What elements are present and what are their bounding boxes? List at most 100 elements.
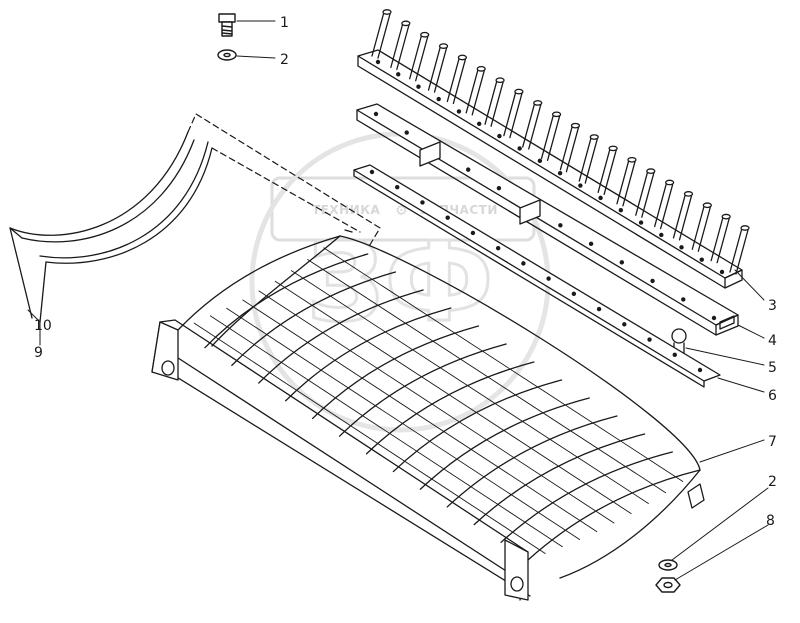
channel-hole bbox=[404, 130, 409, 135]
peg-tip bbox=[740, 225, 750, 231]
callout-3: 3 bbox=[768, 298, 777, 314]
channel-hole bbox=[558, 223, 563, 228]
gear-icon: ⚙ bbox=[395, 203, 408, 219]
strip-hole bbox=[546, 276, 551, 281]
grate-bar bbox=[209, 315, 563, 548]
strip-hole bbox=[470, 230, 476, 236]
peg-edge bbox=[622, 161, 636, 207]
bar-hole bbox=[497, 133, 502, 139]
channel-hole bbox=[496, 185, 502, 191]
strip-hole bbox=[369, 169, 375, 175]
bar-hole bbox=[598, 195, 603, 201]
peg-edge bbox=[584, 138, 598, 184]
part-toothed-bar bbox=[357, 9, 750, 289]
channel-hole bbox=[619, 260, 625, 265]
peg bbox=[653, 181, 668, 228]
grate-bar bbox=[242, 299, 598, 533]
bar-hole bbox=[456, 109, 462, 114]
bar-hole bbox=[476, 121, 482, 126]
grate-rib bbox=[177, 235, 341, 331]
grate-bar bbox=[226, 307, 581, 540]
grate-rib bbox=[473, 433, 646, 526]
channel-hole bbox=[465, 167, 471, 172]
bar-hole bbox=[659, 232, 664, 238]
callout-labels: 1 2 3 4 5 6 7 2 8 10 9 bbox=[34, 15, 777, 529]
peg-tip bbox=[683, 191, 694, 197]
grate-bar bbox=[193, 322, 546, 554]
grate-bar bbox=[258, 290, 615, 524]
strip-holes bbox=[369, 169, 703, 373]
peg-tip bbox=[664, 179, 675, 186]
peg bbox=[597, 147, 611, 194]
grate-bar bbox=[274, 280, 632, 515]
callout-8: 8 bbox=[766, 513, 775, 529]
part-flat-strip bbox=[353, 164, 721, 388]
peg bbox=[427, 45, 442, 91]
callout-2-top: 2 bbox=[280, 52, 289, 68]
bar-hole bbox=[719, 269, 725, 275]
peg-edge bbox=[415, 36, 429, 82]
channel-hole bbox=[681, 297, 686, 302]
peg-tip bbox=[420, 31, 430, 38]
peg-edge bbox=[603, 149, 617, 196]
callout-4: 4 bbox=[768, 333, 777, 349]
bar-hole bbox=[557, 170, 563, 176]
part-bolt bbox=[218, 13, 236, 37]
peg-edge bbox=[659, 183, 674, 230]
bar-hole bbox=[618, 208, 624, 213]
bar-hole bbox=[699, 257, 704, 262]
grate-rib bbox=[419, 397, 590, 490]
strip-hole bbox=[571, 291, 577, 297]
part-nut bbox=[655, 577, 681, 593]
peg-tip bbox=[608, 145, 618, 152]
peg-edge bbox=[565, 127, 580, 173]
peg-tip bbox=[721, 213, 731, 220]
peg-edge bbox=[377, 13, 391, 59]
callout-10: 10 bbox=[34, 318, 52, 334]
peg-edge bbox=[433, 47, 448, 93]
bar-hole bbox=[416, 84, 421, 89]
strip-hole bbox=[672, 352, 677, 357]
bar-hole bbox=[537, 158, 543, 164]
peg-tip bbox=[382, 9, 392, 15]
peg bbox=[616, 159, 630, 205]
peg-tip bbox=[514, 88, 524, 95]
part-concave-grate bbox=[151, 229, 705, 601]
strip-hole bbox=[521, 261, 526, 266]
peg bbox=[540, 113, 555, 159]
peg-tip bbox=[495, 77, 505, 84]
callout-1: 1 bbox=[280, 15, 289, 31]
peg bbox=[522, 102, 536, 148]
bar-hole bbox=[517, 146, 522, 151]
peg-edge bbox=[678, 195, 693, 241]
peg bbox=[672, 193, 687, 239]
channel-hole bbox=[373, 111, 379, 117]
bar-hole bbox=[396, 72, 401, 77]
bar-holes bbox=[375, 59, 725, 275]
grate-rib bbox=[338, 343, 507, 437]
peg bbox=[578, 136, 592, 182]
grate-bar bbox=[323, 247, 684, 482]
bar-hole bbox=[436, 96, 441, 102]
peg-edge bbox=[396, 24, 410, 71]
peg-tip bbox=[551, 111, 562, 118]
peg-tip bbox=[476, 65, 486, 72]
peg-edge bbox=[509, 92, 523, 139]
peg bbox=[446, 56, 461, 103]
peg-edge bbox=[697, 206, 711, 252]
peg-edge bbox=[528, 104, 542, 150]
strip-hole bbox=[395, 185, 400, 190]
peg-tip bbox=[646, 168, 656, 175]
grate-rib bbox=[365, 361, 535, 455]
strip-hole bbox=[622, 322, 627, 327]
channel-hole bbox=[650, 278, 655, 284]
bar-hole bbox=[578, 183, 583, 188]
peg bbox=[729, 227, 743, 273]
grate-rib bbox=[446, 415, 618, 508]
strip-hole bbox=[596, 306, 602, 312]
callout-7: 7 bbox=[768, 434, 777, 450]
bar-pegs bbox=[371, 9, 750, 275]
peg-tip bbox=[438, 43, 449, 49]
peg bbox=[409, 34, 423, 80]
